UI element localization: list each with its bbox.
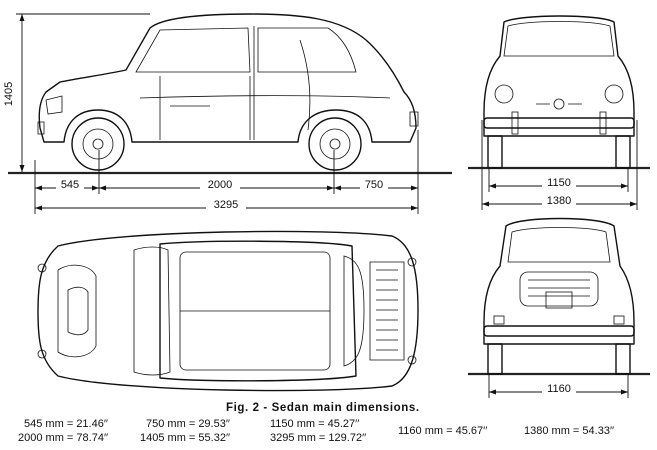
conversion-entry: 1150 mm = 45.27′′	[270, 418, 360, 430]
front-body-outline	[483, 15, 635, 137]
front-headlight-right	[604, 84, 624, 104]
side-front-hub-center	[92, 138, 104, 150]
side-front-window	[135, 27, 251, 73]
rear-dimensions: 1160	[488, 374, 629, 398]
conversion-entry: 1405 mm = 55.32′′	[140, 432, 231, 444]
conversion-entry: 545 mm = 21.46′′	[24, 418, 108, 430]
rear-window	[507, 227, 611, 263]
conversion-entry: 2000 mm = 78.74′′	[18, 432, 109, 444]
side-seat-outline	[299, 39, 311, 131]
front-bumper	[483, 117, 635, 129]
rear-plate	[545, 291, 573, 309]
front-dimensions: 1150 1380	[481, 120, 638, 210]
conversion-entry: 750 mm = 29.53′′	[146, 418, 230, 430]
top-hood-emblem	[67, 286, 89, 336]
side-belt-line	[139, 95, 391, 99]
side-rear-wheel	[308, 117, 362, 171]
top-rear-corner-left	[407, 257, 417, 267]
side-rear-window	[257, 27, 357, 73]
top-rear-corner-right	[407, 355, 417, 365]
side-front-wheel	[71, 117, 125, 171]
top-windshield	[133, 246, 171, 376]
top-front-hood	[57, 264, 97, 358]
side-headlight	[45, 95, 63, 115]
top-roof-outline	[159, 240, 357, 382]
rear-view: 1160	[468, 217, 650, 398]
front-headlight-left	[494, 84, 514, 104]
side-door-seams	[159, 76, 251, 140]
front-windshield	[503, 21, 615, 57]
top-front-corner-right	[37, 349, 47, 359]
conversion-entry: 3295 mm = 129.72′′	[270, 432, 367, 444]
conversion-entry: 1380 mm = 54.33′′	[524, 425, 615, 437]
front-overrider-left	[511, 111, 519, 135]
rear-lamp-right	[613, 315, 625, 325]
side-front-hub	[82, 128, 114, 160]
height-dimension: 1405	[3, 13, 150, 172]
front-track-label: 1150	[547, 177, 571, 189]
rear-tire-right	[615, 343, 631, 375]
front-emblem	[553, 98, 565, 110]
overall-length-label: 3295	[214, 199, 238, 211]
side-body-outline	[38, 13, 417, 143]
front-view: 1150 1380	[468, 15, 650, 210]
rear-body-outline	[483, 217, 635, 345]
front-overrider-right	[599, 111, 607, 135]
rear-overhang-label: 750	[365, 179, 383, 191]
top-front-corner-left	[37, 263, 47, 273]
top-engine-lid	[369, 261, 405, 361]
length-dimensions: 545 2000 750 3295	[34, 130, 419, 214]
rear-engine-grille	[519, 271, 599, 307]
side-rear-hub-center	[329, 138, 341, 150]
front-overhang-label: 545	[61, 179, 79, 191]
top-view	[37, 230, 419, 392]
rear-track-label: 1160	[547, 383, 571, 395]
rear-tire-left	[487, 343, 503, 375]
top-engine-louvres	[376, 269, 398, 351]
top-body-outline	[37, 230, 419, 392]
rear-grille-slats	[528, 279, 590, 297]
overall-width-label: 1380	[547, 195, 571, 207]
top-rear-window	[343, 255, 365, 367]
front-tire-left	[487, 135, 503, 169]
figure-caption: Fig. 2 - Sedan main dimensions.	[226, 402, 420, 414]
front-tire-right	[615, 135, 631, 169]
side-rear-hub	[319, 128, 351, 160]
rear-lamp-left	[493, 315, 505, 325]
side-view: 1405 545 2000 750 3295	[3, 13, 452, 214]
conversion-entry: 1160 mm = 45.67′′	[398, 425, 488, 437]
rear-bumper	[483, 325, 635, 337]
height-label: 1405	[3, 82, 15, 106]
side-bumpers	[37, 111, 419, 135]
wheelbase-label: 2000	[208, 179, 232, 191]
